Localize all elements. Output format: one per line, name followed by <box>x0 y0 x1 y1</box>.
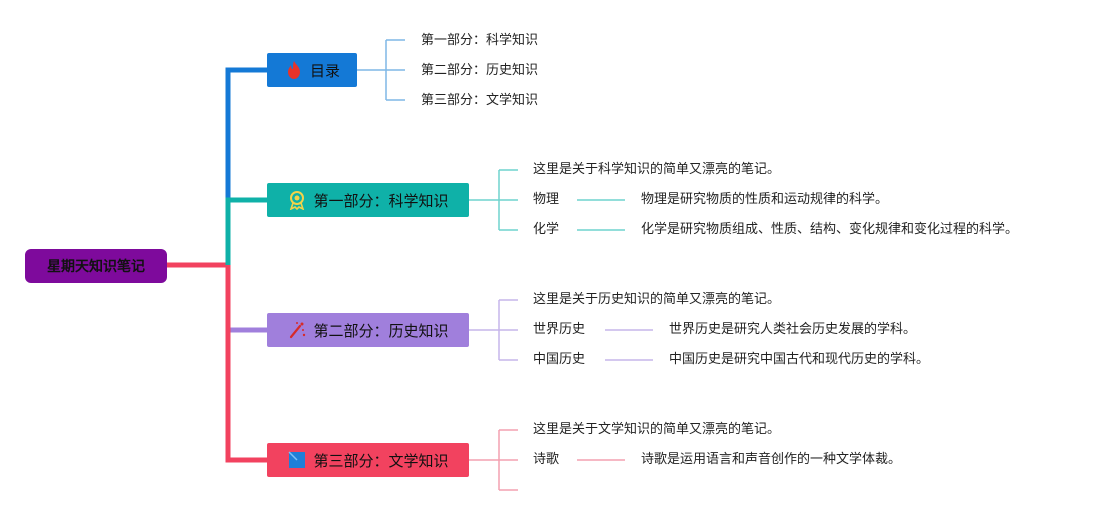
trunk-toc <box>225 67 267 265</box>
branch-science-label: 第一部分：科学知识 <box>313 191 449 210</box>
science-intro[interactable]: 这里是关于科学知识的简单又漂亮的笔记。 <box>533 162 781 177</box>
science-topic-name[interactable]: 物理 <box>533 192 560 207</box>
literature-topic-name[interactable]: 诗歌 <box>533 452 560 467</box>
history-topic-desc[interactable]: 中国历史是研究中国古代和现代历史的学科。 <box>669 352 930 367</box>
root-label: 星期天知识笔记 <box>47 259 145 275</box>
fire-icon <box>284 60 304 80</box>
branch-history[interactable]: 第二部分：历史知识 <box>267 313 469 347</box>
science-bracket <box>469 169 625 231</box>
branch-literature-label: 第三部分：文学知识 <box>313 451 449 470</box>
history-topic-name[interactable]: 中国历史 <box>533 352 586 367</box>
branch-literature[interactable]: 第三部分：文学知识 <box>267 443 469 477</box>
history-topic-name[interactable]: 世界历史 <box>533 322 586 337</box>
science-topic-desc[interactable]: 化学是研究物质组成、性质、结构、变化规律和变化过程的科学。 <box>641 222 1019 237</box>
trunk-literature <box>225 265 267 463</box>
medal-icon <box>287 190 307 210</box>
branch-science[interactable]: 第一部分：科学知识 <box>267 183 469 217</box>
history-bracket <box>469 299 653 361</box>
toc-item[interactable]: 第二部分：历史知识 <box>421 63 539 78</box>
toc-bracket <box>357 39 405 101</box>
science-topic-name[interactable]: 化学 <box>533 222 560 237</box>
toc-item[interactable]: 第一部分：科学知识 <box>421 33 539 48</box>
trunk-history <box>225 265 267 333</box>
literature-intro[interactable]: 这里是关于文学知识的简单又漂亮的笔记。 <box>533 422 781 437</box>
literature-bracket <box>469 429 625 491</box>
sparkle-icon <box>287 320 307 340</box>
toc-item[interactable]: 第三部分：文学知识 <box>421 93 539 108</box>
branch-toc-label: 目录 <box>309 61 340 80</box>
science-topic-desc[interactable]: 物理是研究物质的性质和运动规律的科学。 <box>641 192 889 207</box>
root-node[interactable]: 星期天知识笔记 <box>25 249 167 283</box>
branch-history-label: 第二部分：历史知识 <box>313 321 449 340</box>
branch-toc[interactable]: 目录 <box>267 53 357 87</box>
square-icon <box>287 450 307 470</box>
history-intro[interactable]: 这里是关于历史知识的简单又漂亮的笔记。 <box>533 292 781 307</box>
trunk-science <box>225 197 267 265</box>
history-topic-desc[interactable]: 世界历史是研究人类社会历史发展的学科。 <box>669 322 917 337</box>
literature-topic-desc[interactable]: 诗歌是运用语言和声音创作的一种文学体裁。 <box>641 452 902 467</box>
